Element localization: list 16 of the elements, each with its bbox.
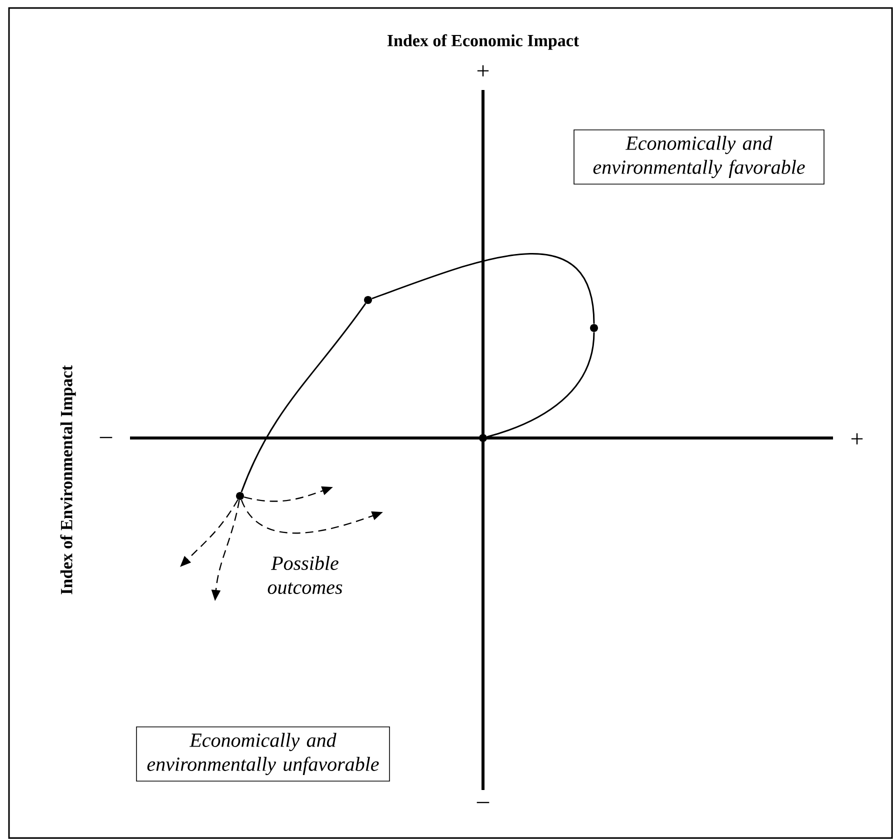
axis-sign: + [477,65,489,76]
text-box: Economically and environmentally favorable [574,130,824,184]
axis-title: Index of Environmental Impact [60,365,76,594]
point-dot [236,492,244,500]
curve [240,303,366,492]
text-box: Economically and environmentally unfavorable [136,726,390,782]
note-text: Possible outcomes [268,556,342,594]
point-dot [590,324,598,332]
axis-sign: + [851,433,863,444]
point-dot [479,434,487,442]
point-dot [364,296,372,304]
curve [372,253,595,324]
axis-sign: – [476,802,490,804]
axis-title: Index of Economic Impact [388,34,580,50]
curve [486,332,595,438]
axis-sign: – [100,436,112,438]
